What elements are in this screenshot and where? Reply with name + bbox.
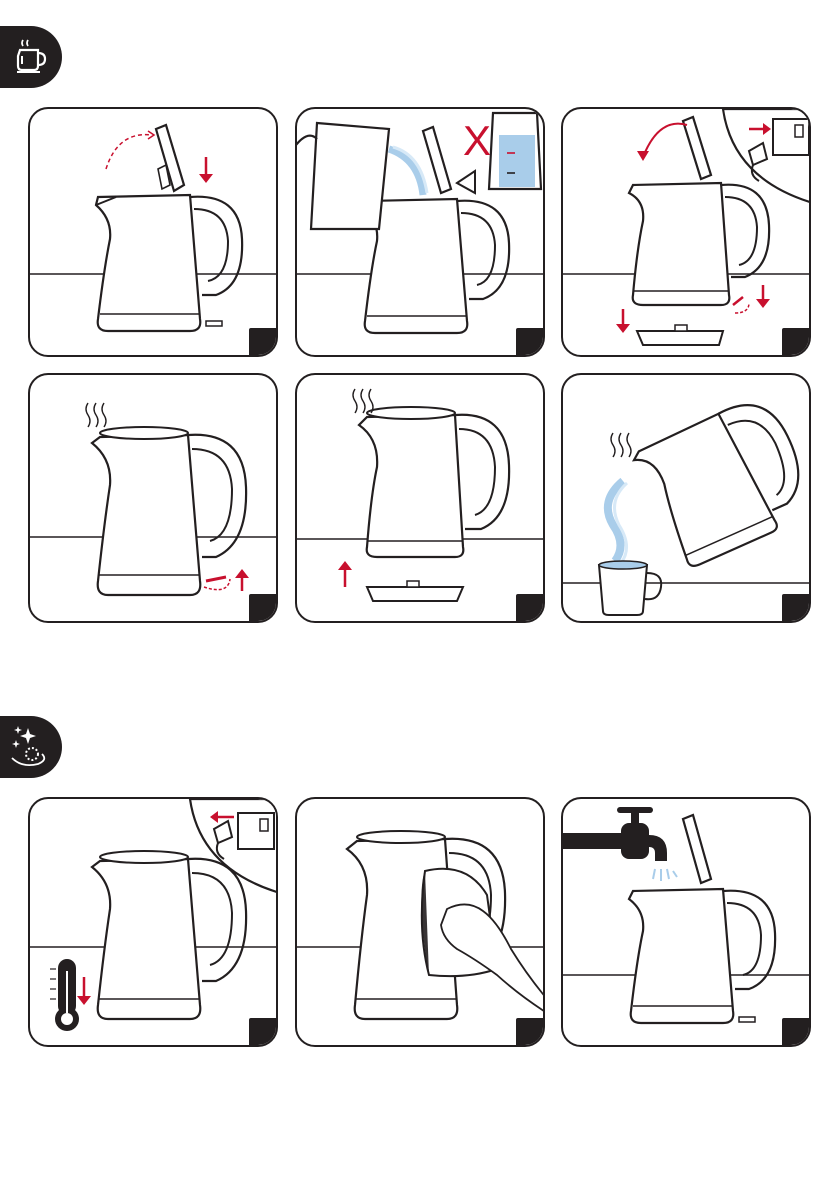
tap-icon	[563, 807, 667, 861]
kettle-use-icon	[8, 34, 54, 80]
step-marker	[249, 328, 277, 356]
cleaning-icon	[8, 724, 54, 770]
kettle-open-lid-illustration	[30, 109, 278, 357]
panel-open-lid	[28, 107, 278, 357]
overfill-warning-mark: X	[463, 117, 491, 164]
step-marker	[516, 328, 544, 356]
step-marker	[516, 1018, 544, 1046]
panel-plug-in-switch-on	[561, 107, 811, 357]
thermometer-icon	[50, 959, 79, 1031]
section-use-tab	[0, 26, 62, 88]
step-marker	[249, 1018, 277, 1046]
step-marker	[782, 1018, 810, 1046]
step-marker	[249, 594, 277, 622]
step-marker	[782, 594, 810, 622]
kettle-rinse-illustration	[563, 799, 811, 1047]
step-marker	[782, 328, 810, 356]
kettle-fill-water-illustration: X	[297, 109, 545, 357]
step-marker	[516, 594, 544, 622]
panel-unplug-cool-down	[28, 797, 278, 1047]
panel-lift-off-base	[295, 373, 545, 623]
panel-boiling	[28, 373, 278, 623]
section-cleaning-tab	[0, 716, 62, 778]
panel-fill-water: X	[295, 107, 545, 357]
panel-wipe-exterior	[295, 797, 545, 1047]
kettle-wipe-illustration	[297, 799, 545, 1047]
kettle-pour-illustration	[563, 375, 811, 623]
kettle-lift-off-illustration	[297, 375, 545, 623]
panel-pour-into-cup	[561, 373, 811, 623]
kettle-plug-in-illustration	[563, 109, 811, 357]
kettle-boiling-illustration	[30, 375, 278, 623]
kettle-unplug-illustration	[30, 799, 278, 1047]
panel-rinse-under-tap	[561, 797, 811, 1047]
